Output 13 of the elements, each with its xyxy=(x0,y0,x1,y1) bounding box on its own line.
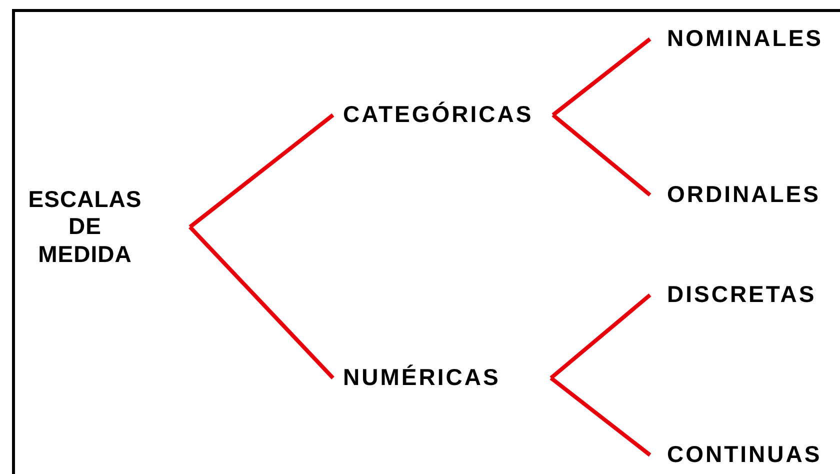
connector-line xyxy=(552,37,652,117)
node-label: ORDINALES xyxy=(667,181,822,209)
node-label: CONTINUAS xyxy=(667,441,823,469)
connector-line xyxy=(552,113,652,197)
node-label: DISCRETAS xyxy=(667,281,818,309)
connector-line xyxy=(550,293,652,380)
node-label: NUMÉRICAS xyxy=(343,364,502,392)
node-label: NOMINALES xyxy=(667,25,824,53)
connector-line xyxy=(188,113,334,229)
node-label: ESCALAS DE MEDIDA xyxy=(27,186,143,268)
connector-line xyxy=(550,376,652,457)
connector-line xyxy=(188,226,334,380)
node-label: CATEGÓRICAS xyxy=(343,101,534,129)
